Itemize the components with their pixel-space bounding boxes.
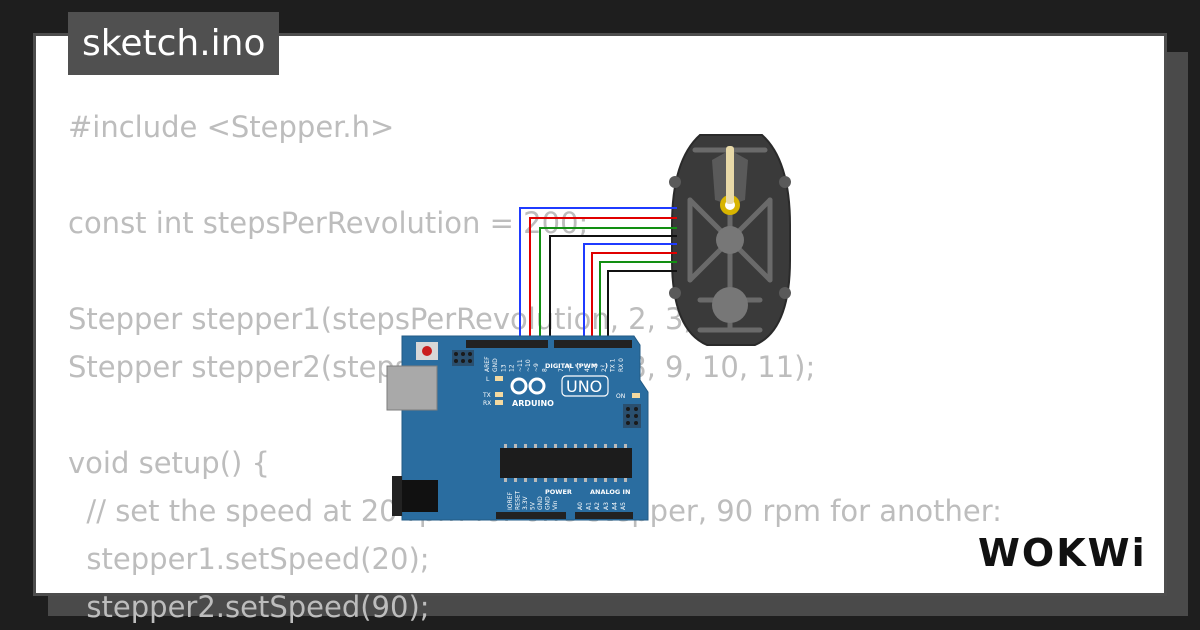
analog-pin-label: A0: [577, 502, 584, 510]
digital-pin-label: AREF: [484, 356, 491, 372]
analog-pin-label: A1: [586, 502, 593, 510]
digital-pin-label: GND: [492, 358, 499, 372]
brand-label: ARDUINO: [512, 399, 554, 408]
code-line: stepper2.setSpeed(90);: [68, 590, 430, 624]
analog-label: ANALOG IN: [590, 488, 630, 496]
digital-pin-label: 2: [601, 368, 608, 372]
digital-pin-label: ~5: [575, 363, 582, 372]
led-on-label: ON: [616, 393, 625, 400]
wires: [519, 207, 677, 350]
digital-header-left: [466, 340, 548, 348]
analog-pin-label: A3: [603, 502, 610, 510]
usb-port: [386, 365, 438, 411]
power-pin-label: IOREF: [507, 492, 514, 510]
atmega-chip: [500, 448, 632, 478]
code-line: stepper1.setSpeed(20);: [68, 542, 430, 576]
digital-pin-label: 7: [558, 368, 565, 372]
code-line: const int stepsPerRevolution = 200;: [68, 206, 589, 240]
digital-pin-label: 8: [541, 368, 548, 372]
power-label: POWER: [545, 488, 572, 496]
power-pin-label: Vin: [552, 500, 559, 510]
analog-pin-label: A4: [611, 502, 618, 510]
led-tx: [495, 392, 503, 397]
power-pin-label: 5V: [530, 501, 537, 510]
stepper-motor[interactable]: [669, 134, 791, 346]
code-line: #include <Stepper.h>: [68, 110, 395, 144]
file-tab[interactable]: sketch.ino: [68, 12, 280, 75]
digital-pin-label: 4: [584, 368, 591, 372]
led-l-label: L: [486, 376, 490, 383]
code-line: void setup() {: [68, 446, 270, 480]
digital-pin-label: ~3: [592, 363, 599, 372]
digital-pin-label: 13: [500, 364, 507, 372]
led-tx-label: TX: [482, 392, 491, 399]
arduino-logo-icon: [510, 377, 546, 395]
analog-pin-label: A5: [620, 502, 627, 510]
led-on: [632, 393, 640, 398]
analog-pin-label: A2: [594, 502, 601, 510]
led-rx: [495, 400, 503, 405]
digital-pin-label: RX 0: [618, 358, 625, 372]
wokwi-logo: WOKWi: [978, 531, 1147, 575]
led-rx-label: RX: [483, 400, 491, 407]
shaft-indicator: [726, 146, 734, 204]
power-header: [496, 512, 566, 519]
power-pin-label: GND: [545, 496, 552, 510]
power-pin-label: GND: [537, 496, 544, 510]
digital-pin-label: ~10: [525, 359, 532, 372]
digital-pin-label: TX 1: [610, 358, 617, 373]
digital-pin-label: ~6: [567, 363, 574, 372]
digital-label: DIGITAL (PWM ~): [545, 362, 608, 370]
digital-header-right: [554, 340, 632, 348]
wokwi-logo-text: WOKWi: [978, 531, 1147, 575]
digital-pin-label: 12: [509, 364, 516, 372]
digital-pin-label: ~11: [517, 359, 524, 372]
led-l: [495, 376, 503, 381]
arduino-uno-board[interactable]: L TX RX ON ARDUINO UNO DIGITAL (PWM ~) P…: [386, 335, 649, 521]
digital-pin-label: ~9: [533, 363, 540, 372]
model-label: UNO: [566, 377, 602, 396]
power-pin-label: 3.3V: [522, 495, 529, 510]
analog-header: [575, 512, 633, 519]
power-pin-label: RESET: [515, 490, 522, 510]
